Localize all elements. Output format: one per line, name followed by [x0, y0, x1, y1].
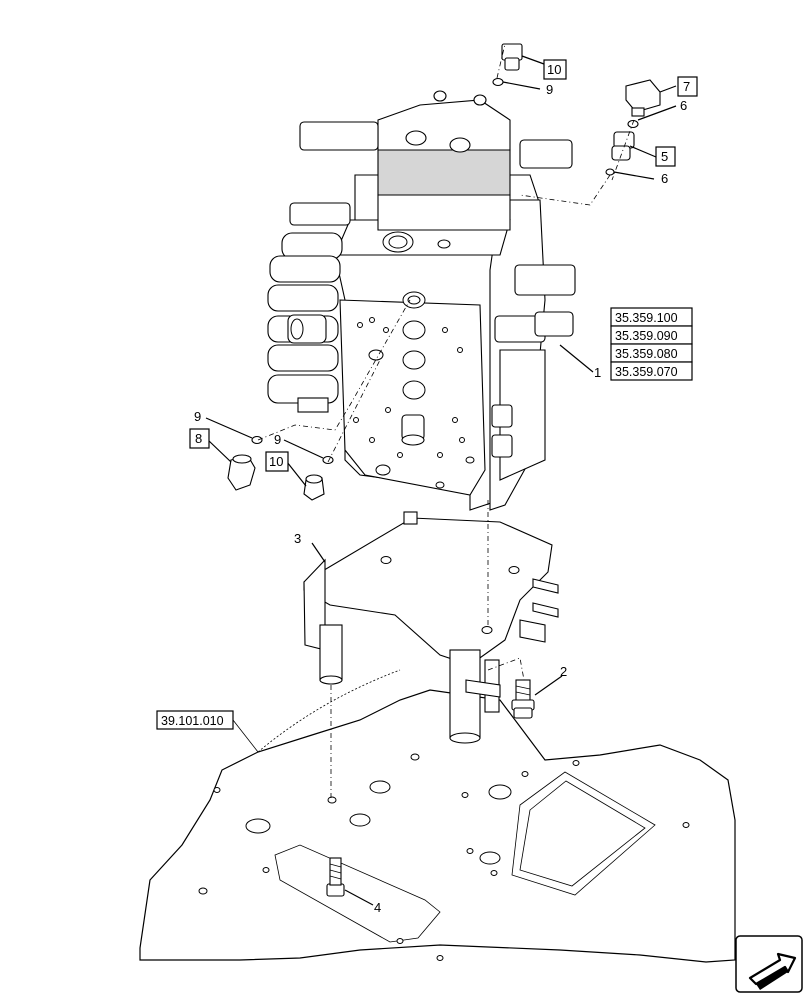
svg-text:10: 10: [269, 454, 283, 469]
callout-9b: 9: [194, 409, 201, 424]
fitting-10-left: [286, 461, 325, 501]
sensor-7: [625, 79, 677, 117]
fitting-8: [207, 439, 256, 491]
callout-1: 1: [594, 365, 601, 380]
fitting-5: [611, 131, 657, 161]
svg-text:10: 10: [547, 62, 561, 77]
callout-10b: 10: [265, 451, 289, 472]
valve-ref-3[interactable]: 35.359.080: [615, 347, 678, 361]
bolt-4: [326, 857, 374, 906]
callout-2: 2: [560, 664, 567, 679]
valve-reference-list: 35.359.100 35.359.090 35.359.080 35.359.…: [610, 307, 693, 381]
valve-ref-1[interactable]: 35.359.100: [615, 311, 678, 325]
svg-text:2: 2: [560, 664, 567, 679]
bolt-2: [511, 675, 563, 719]
svg-text:9: 9: [194, 409, 201, 424]
callout-7: 7: [677, 76, 698, 97]
svg-text:9: 9: [546, 82, 553, 97]
frame-reference: 39.101.010: [156, 710, 234, 730]
valve-ref-2[interactable]: 35.359.090: [615, 329, 678, 343]
frame-plate: [139, 689, 736, 963]
callout-6b: 6: [661, 171, 668, 186]
callout-9a: 9: [546, 82, 553, 97]
callout-10a: 10: [543, 59, 567, 80]
washer-6-top: [627, 105, 677, 129]
callout-6a: 6: [680, 98, 687, 113]
control-valve: [267, 90, 576, 511]
callout-8: 8: [189, 428, 210, 449]
valve-ref-4[interactable]: 35.359.070: [615, 365, 678, 379]
svg-text:6: 6: [680, 98, 687, 113]
svg-text:5: 5: [661, 149, 668, 164]
svg-text:1: 1: [594, 365, 601, 380]
mounting-bracket: [303, 511, 559, 744]
callout-4: 4: [374, 900, 381, 915]
assembly-lines: [232, 43, 635, 800]
washer-9-left: [205, 417, 263, 445]
callout-9c: 9: [274, 432, 281, 447]
frame-ref[interactable]: 39.101.010: [161, 714, 224, 728]
svg-text:8: 8: [195, 431, 202, 446]
next-page-arrow-icon[interactable]: [735, 935, 803, 993]
fitting-10-top: [501, 43, 545, 71]
svg-text:6: 6: [661, 171, 668, 186]
svg-text:9: 9: [274, 432, 281, 447]
svg-text:3: 3: [294, 531, 301, 546]
callout-3: 3: [294, 531, 301, 546]
washer-9-top: [492, 77, 541, 90]
callout-5: 5: [655, 146, 676, 167]
svg-text:4: 4: [374, 900, 381, 915]
washer-9-mid: [283, 439, 334, 465]
svg-text:7: 7: [683, 79, 690, 94]
